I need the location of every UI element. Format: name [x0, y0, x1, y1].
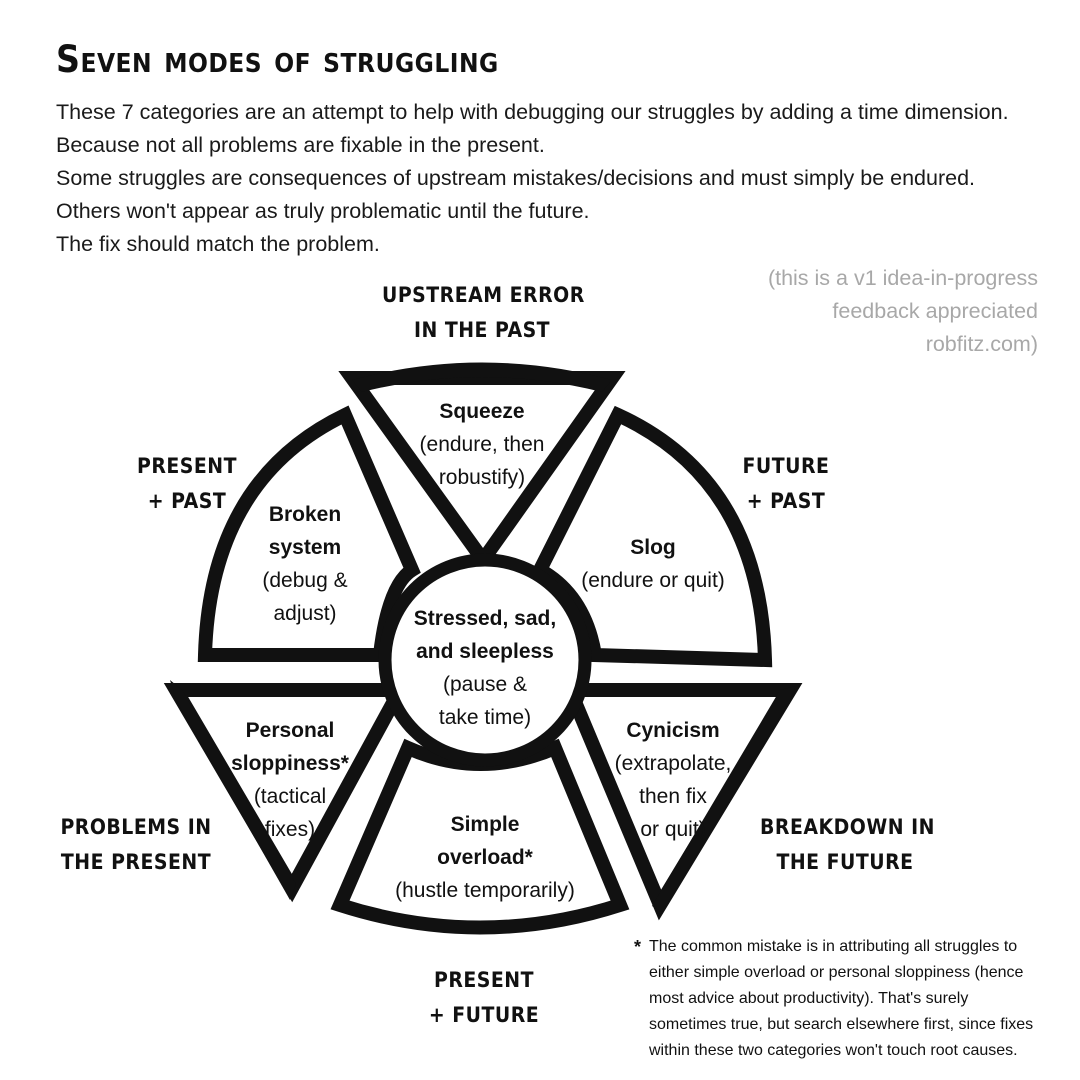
footnote-asterisk: *	[634, 937, 642, 957]
intro-line: The fix should match the problem.	[56, 232, 380, 256]
footnote-line: most advice about productivity). That's …	[649, 990, 969, 1007]
note-line: robfitz.com)	[925, 332, 1038, 356]
segment-simple-overload: Simple overload* (hustle temporarily)	[395, 813, 575, 902]
segment-personal-sloppiness: Personal sloppiness* (tactical fixes)	[231, 719, 349, 841]
personal-outer-band	[170, 680, 296, 900]
squeeze-wedge	[338, 371, 626, 573]
footnote-line: either simple overload or personal slopp…	[649, 964, 1024, 981]
slog-wedge	[530, 405, 773, 668]
progress-note: (this is a v1 idea-in-progress feedback …	[768, 262, 1038, 361]
segment-squeeze: Squeeze (endure, then robustify)	[419, 400, 545, 489]
zone-label-breakdown-future: BREAKDOWN IN THE FUTURE	[760, 815, 935, 874]
footnote-line: within these two categories won't touch …	[649, 1042, 1018, 1059]
intro-line: Others won't appear as truly problematic…	[56, 199, 590, 223]
footnote-line: The common mistake is in attributing all…	[649, 938, 1018, 955]
intro-line: Some struggles are consequences of upstr…	[56, 166, 975, 190]
zone-label-problems-present: PROBLEMS IN THE PRESENT	[60, 815, 212, 874]
intro-text: These 7 categories are an attempt to hel…	[56, 96, 1066, 261]
center-hub	[378, 553, 592, 767]
intro-line: Because not all problems are fixable in …	[56, 133, 545, 157]
cynicism-outer-band	[652, 686, 796, 912]
segment-cynicism: Cynicism (extrapolate, then fix or quit)	[614, 719, 732, 841]
note-line: feedback appreciated	[832, 299, 1038, 323]
segment-slog: Slog (endure or quit)	[581, 536, 725, 592]
footnote: * The common mistake is in attributing a…	[634, 934, 1070, 1064]
page-title: Seven modes of struggling	[56, 38, 499, 81]
squeeze-outer-band	[352, 362, 612, 392]
segment-broken-system: Broken system (debug & adjust)	[262, 503, 348, 625]
zone-label-present-future: PRESENT + FUTURE	[428, 968, 540, 1027]
footnote-line: sometimes true, but search elsewhere fir…	[649, 1016, 1034, 1033]
zone-label-future-past: FUTURE + PAST	[742, 454, 830, 513]
intro-line: These 7 categories are an attempt to hel…	[56, 100, 1009, 124]
broken-system-wedge	[197, 405, 421, 662]
note-line: (this is a v1 idea-in-progress	[767, 266, 1038, 290]
segment-center: Stressed, sad, and sleepless (pause & ta…	[413, 607, 557, 729]
zone-label-upstream-error: UPSTREAM ERROR IN THE PAST	[382, 283, 585, 342]
zone-label-present-past: PRESENT + PAST	[136, 454, 238, 513]
